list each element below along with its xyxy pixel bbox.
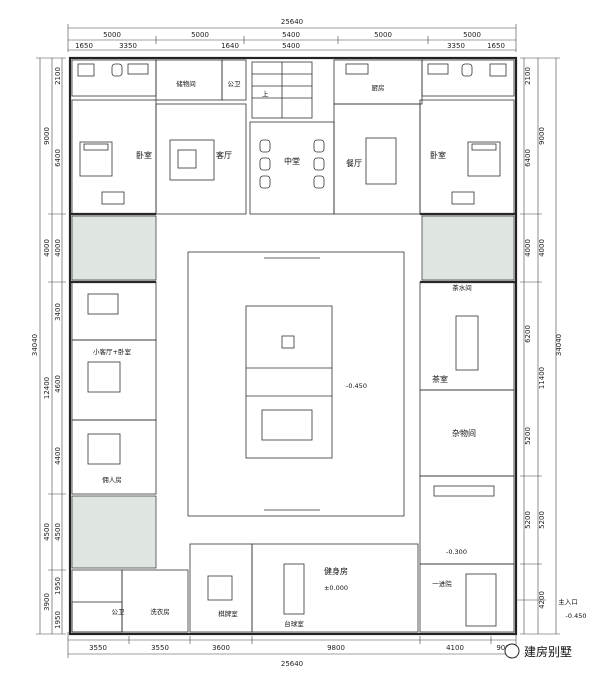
- dim-top-seg-2: 5000: [191, 31, 209, 39]
- central-courtyard: -0.450: [187, 251, 405, 517]
- dim-top-seg-4: 5000: [374, 31, 392, 39]
- dim-right-sub-5: 5200: [524, 427, 532, 445]
- dim-right-sub-6: 5200: [524, 511, 532, 529]
- dim-left-sub-2: 6400: [54, 149, 62, 167]
- room-servant: 佣人房: [102, 475, 122, 484]
- room-laundry: 洗衣房: [150, 607, 170, 616]
- level-courtyard: -0.450: [346, 382, 367, 390]
- dim-left-seg-5: 3900: [43, 593, 51, 611]
- right-dimensions: 2100 6400 4000 6200 5200 5200 9000 4000 …: [520, 57, 563, 635]
- dim-left-seg-3: 12400: [43, 377, 51, 399]
- dim-right-sub-1: 2100: [524, 67, 532, 85]
- dim-left-sub-1: 2100: [54, 67, 62, 85]
- room-bedroom-left: 卧室: [136, 150, 152, 160]
- dim-top-sub-2: 3350: [119, 42, 137, 50]
- dim-top-sub-1: 1650: [75, 42, 93, 50]
- level-outside: -0.450: [566, 612, 587, 620]
- dim-left-sub-4: 3400: [54, 303, 62, 321]
- dim-right-sub-2: 6400: [524, 149, 532, 167]
- level-entry: -0.300: [446, 548, 467, 556]
- dim-right-seg-4: 5200: [538, 511, 546, 529]
- top-main-rooms: 卧室 客厅 中堂 餐厅 卧室: [71, 99, 515, 215]
- watermark-text: 建房别墅: [524, 644, 572, 659]
- main-entrance-label: 主入口: [558, 597, 578, 606]
- room-tea-water: 茶水间: [452, 283, 472, 292]
- room-toilet-bottom: 公卫: [112, 608, 126, 616]
- left-dimensions: 34040 9000 4000 12400 4500 3900 2100 640…: [31, 57, 66, 635]
- dim-left-total: 34040: [31, 334, 39, 356]
- dim-right-seg-3: 11400: [538, 367, 546, 389]
- dim-left-seg-1: 9000: [43, 127, 51, 145]
- dim-bottom-seg-4: 9800: [327, 644, 345, 652]
- room-bedroom-right: 卧室: [430, 150, 446, 160]
- room-fitness: 健身房: [324, 566, 348, 576]
- dim-left-seg-2: 4000: [43, 239, 51, 257]
- watermark: 建房别墅: [504, 643, 572, 659]
- dim-left-sub-8: 1950: [54, 577, 62, 595]
- room-living: 客厅: [216, 150, 232, 160]
- room-chess: 棋牌室: [218, 609, 238, 618]
- dim-right-seg-1: 9000: [538, 127, 546, 145]
- dim-left-sub-9: 1950: [54, 611, 62, 629]
- right-wing: 茶水间 茶室 杂物间 -0.300 一进院: [419, 281, 515, 633]
- bottom-wing: 公卫 洗衣房 棋牌室 健身房 ±0.000 台球室: [71, 543, 419, 633]
- dim-total-width-top: 25640: [281, 18, 303, 26]
- room-tea: 茶室: [432, 374, 448, 384]
- dim-top-sub-4: 3350: [447, 42, 465, 50]
- dim-right-seg-2: 4000: [538, 239, 546, 257]
- room-entry-yard: 一进院: [432, 579, 452, 588]
- dim-bottom-seg-6: 900: [496, 644, 509, 652]
- dim-left-sub-7: 4500: [54, 523, 62, 541]
- room-storage-top: 储物间: [176, 79, 196, 88]
- room-dining: 餐厅: [346, 159, 362, 168]
- dim-top-seg-1: 5000: [103, 31, 121, 39]
- dim-bottom-seg-3: 3600: [212, 644, 230, 652]
- room-small-living: 小客厅+卧室: [93, 347, 131, 356]
- level-fitness: ±0.000: [324, 584, 348, 592]
- room-toilet-top: 公卫: [228, 80, 242, 88]
- top-dimensions: 25640 5000 5000 5400 5000 5000 1650 3350…: [67, 18, 517, 52]
- dim-right-sub-4: 6200: [524, 325, 532, 343]
- dim-right-sub-3: 4000: [524, 239, 532, 257]
- dim-total-width-bottom: 25640: [281, 660, 303, 668]
- dim-right-total: 34040: [555, 334, 563, 356]
- main-entrance: 主入口 -0.450: [516, 597, 586, 620]
- dim-top-seg-5: 5000: [463, 31, 481, 39]
- left-wing: 小客厅+卧室 佣人房: [71, 281, 157, 495]
- dim-bottom-seg-5: 4100: [446, 644, 464, 652]
- dim-top-sub-3: 1640: [221, 42, 239, 50]
- top-wing: 储物间 公卫 上 厨房: [71, 59, 515, 119]
- dim-top-seg-3: 5400: [282, 31, 300, 39]
- dim-top-sub-5: 1650: [487, 42, 505, 50]
- room-storage-right: 杂物间: [452, 428, 476, 438]
- dim-bottom-seg-2: 3550: [151, 644, 169, 652]
- dim-top-middle: 5400: [282, 42, 300, 50]
- bottom-dimensions: 3550 3550 3600 9800 4100 900 25640: [67, 632, 517, 668]
- room-central-hall: 中堂: [284, 156, 300, 166]
- dim-bottom-seg-1: 3550: [89, 644, 107, 652]
- stairs-up-mark: 上: [262, 89, 269, 98]
- dim-left-seg-4: 4500: [43, 523, 51, 541]
- side-gardens: [71, 215, 515, 569]
- room-kitchen: 厨房: [372, 83, 385, 92]
- room-billiards: 台球室: [284, 619, 304, 628]
- dim-left-sub-3: 4000: [54, 239, 62, 257]
- dim-left-sub-6: 4400: [54, 447, 62, 465]
- dim-left-sub-5: 4600: [54, 375, 62, 393]
